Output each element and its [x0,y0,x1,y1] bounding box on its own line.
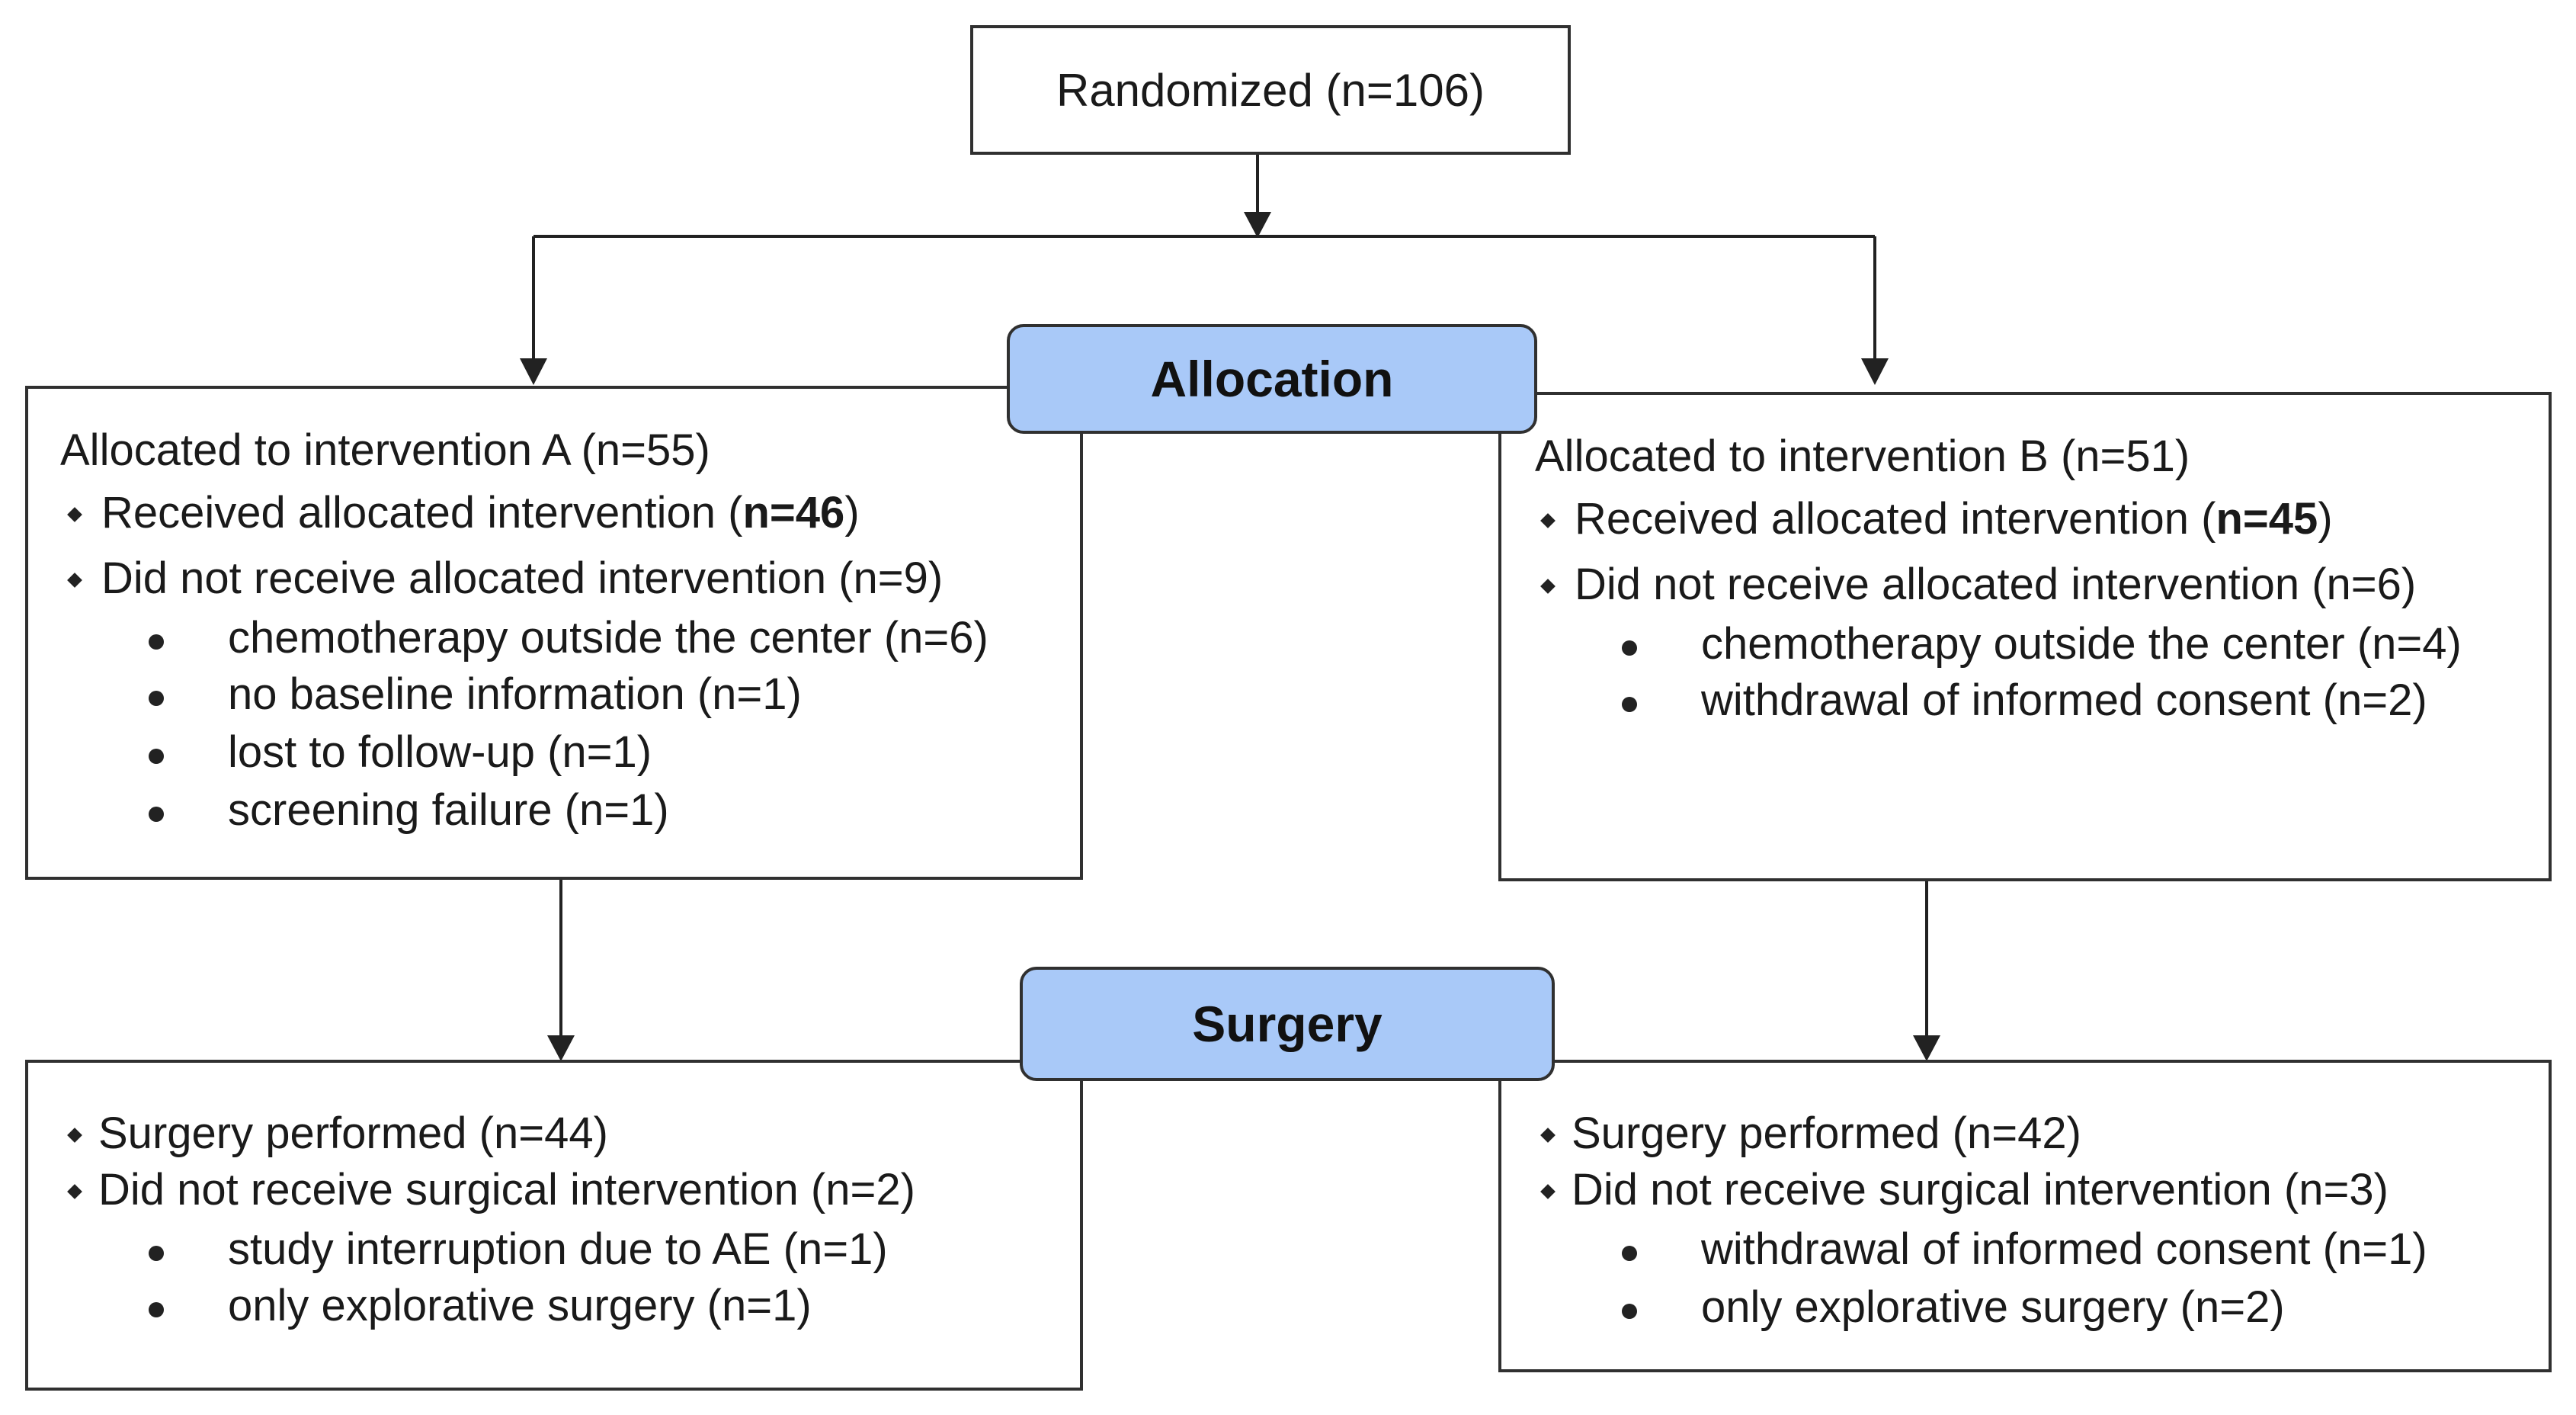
diamond-bullet-icon [1540,579,1556,594]
allocation-b-not-received: Did not receive allocated intervention (… [1575,560,2417,609]
round-bullet-icon [1622,1246,1637,1261]
diamond-bullet-icon [67,1128,82,1143]
allocation-a-title: Allocated to intervention A (n=55) [60,425,710,475]
surgery-b-reason: withdrawal of informed consent (n=1) [1701,1224,2427,1274]
allocation-box-a: Allocated to intervention A (n=55) Recei… [25,386,1083,880]
allocation-b-received: Received allocated intervention (n=45) [1575,494,2333,544]
round-bullet-icon [149,634,164,650]
allocation-b-reason: chemotherapy outside the center (n=4) [1701,619,2462,669]
randomized-box: Randomized (n=106) [970,25,1571,155]
round-bullet-icon [149,1246,164,1261]
allocation-a-received-count: n=46 [742,488,845,537]
surgery-a-reason: study interruption due to AE (n=1) [228,1224,888,1274]
surgery-stage-text: Surgery [1192,996,1383,1052]
surgery-a-reason: only explorative surgery (n=1) [228,1281,812,1330]
allocation-stage-label: Allocation [1007,324,1537,434]
allocation-b-title: Allocated to intervention B (n=51) [1535,432,2190,481]
diamond-bullet-icon [1540,1184,1556,1199]
allocation-stage-text: Allocation [1150,351,1394,407]
surgery-box-b: Surgery performed (n=42) Did not receive… [1498,1060,2552,1372]
surgery-b-not-received: Did not receive surgical intervention (n… [1572,1165,2389,1214]
surgery-box-a: Surgery performed (n=44) Did not receive… [25,1060,1083,1391]
diamond-bullet-icon [67,573,82,588]
surgery-stage-label: Surgery [1020,967,1555,1081]
round-bullet-icon [1622,697,1637,712]
diamond-bullet-icon [1540,513,1556,528]
surgery-a-not-received: Did not receive surgical intervention (n… [98,1165,915,1214]
allocation-a-reason: no baseline information (n=1) [228,669,802,719]
allocation-a-received: Received allocated intervention (n=46) [101,488,860,537]
allocation-b-reason: withdrawal of informed consent (n=2) [1701,675,2427,725]
randomized-label: Randomized (n=106) [1056,64,1485,116]
surgery-b-reason: only explorative surgery (n=2) [1701,1282,2285,1332]
surgery-b-performed: Surgery performed (n=42) [1572,1109,2081,1158]
round-bullet-icon [149,749,164,764]
round-bullet-icon [1622,1304,1637,1319]
round-bullet-icon [1622,640,1637,656]
round-bullet-icon [149,807,164,822]
diamond-bullet-icon [1540,1128,1556,1143]
allocation-box-b: Allocated to intervention B (n=51) Recei… [1498,392,2552,881]
allocation-a-not-received: Did not receive allocated intervention (… [101,553,944,603]
allocation-a-reason: chemotherapy outside the center (n=6) [228,613,988,663]
surgery-a-performed: Surgery performed (n=44) [98,1109,608,1158]
allocation-a-reason: screening failure (n=1) [228,785,669,835]
diamond-bullet-icon [67,507,82,522]
allocation-a-reason: lost to follow-up (n=1) [228,727,652,777]
round-bullet-icon [149,691,164,706]
allocation-b-received-count: n=45 [2216,494,2318,544]
diamond-bullet-icon [67,1184,82,1199]
round-bullet-icon [149,1302,164,1317]
